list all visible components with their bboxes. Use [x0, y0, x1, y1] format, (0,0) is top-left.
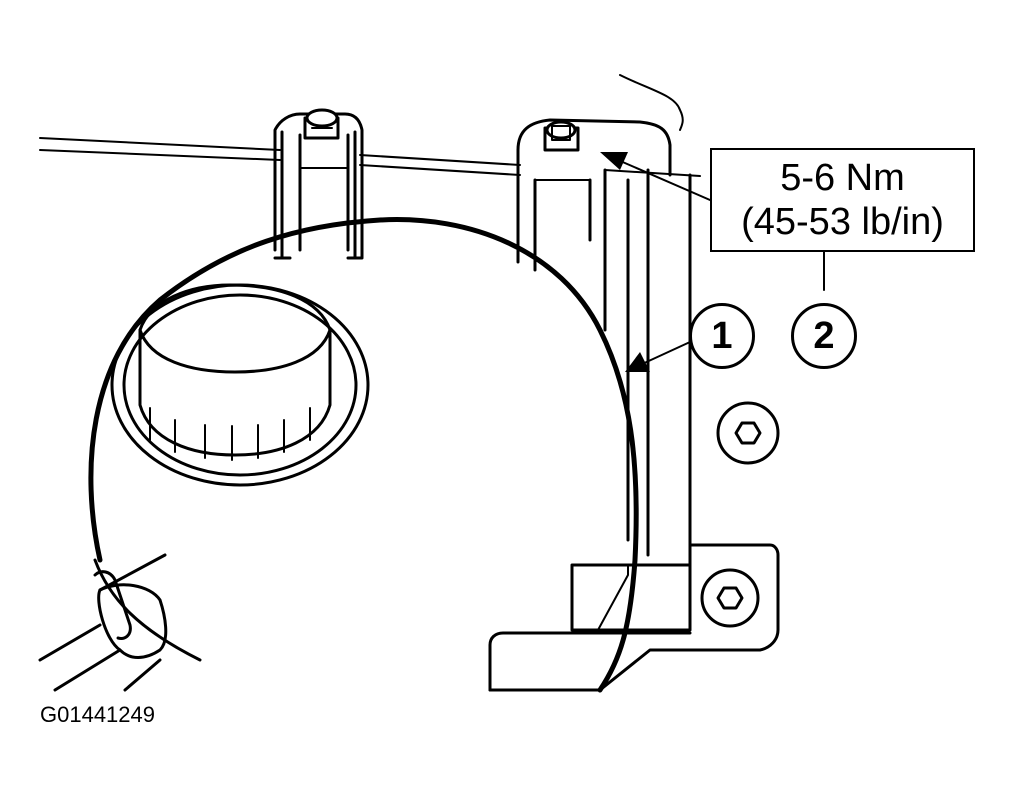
reservoir-body-inner: [93, 558, 202, 662]
bracket-bolt-right: [543, 120, 580, 152]
torque-spec-nm: 5-6 Nm: [780, 157, 905, 199]
reservoir-body: [88, 217, 639, 693]
bracket-bolt-left: [303, 108, 340, 140]
bracket-slot: [534, 179, 591, 241]
torque-spec-box: 5-6 Nm (45-53 lb/in): [710, 148, 975, 252]
lower-bracket: [488, 543, 780, 692]
callout-1: 1: [689, 303, 755, 369]
bracket-top: [516, 118, 672, 177]
leader-arrow-bolt: [600, 152, 711, 201]
hex-nut: [716, 401, 780, 465]
callout-2: 2: [791, 303, 857, 369]
reservoir-cap: [110, 283, 370, 487]
trim-curve: [619, 74, 684, 131]
figure-id: G01441249: [40, 702, 155, 727]
leader-arrow-reservoir: [625, 341, 691, 372]
mounting-bracket: [516, 148, 692, 557]
body-edge-line: [39, 137, 701, 177]
body-edge-line-lower: [39, 149, 521, 176]
torque-spec-lbin: (45-53 lb/in): [741, 201, 944, 243]
coolant-hose: [38, 553, 168, 692]
